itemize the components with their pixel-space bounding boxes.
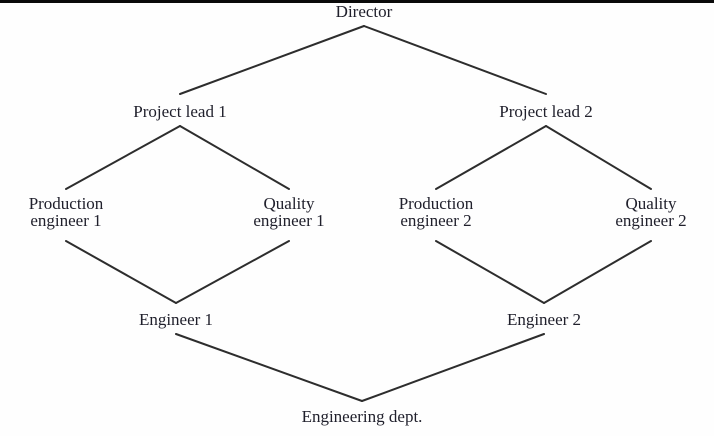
edge-project-lead-1-to-quality-engineer-1 xyxy=(179,125,290,190)
edge-quality-engineer-2-to-engineer-2 xyxy=(543,240,652,304)
node-production-engineer-2-label-line-2: engineer 2 xyxy=(400,211,472,230)
node-director: Director xyxy=(336,3,393,20)
node-quality-engineer-1-label-line-2: engineer 1 xyxy=(253,211,325,230)
node-project-lead-2-label: Project lead 2 xyxy=(499,102,593,121)
edge-production-engineer-1-to-engineer-1 xyxy=(65,240,177,304)
node-project-lead-1: Project lead 1 xyxy=(133,103,226,120)
node-engineering-dept-label: Engineering dept. xyxy=(301,407,423,426)
edge-project-lead-2-to-production-engineer-2 xyxy=(435,125,547,190)
node-production-engineer-2-label-line-1: Production xyxy=(398,194,474,213)
node-project-lead-1-label: Project lead 1 xyxy=(133,102,227,121)
node-production-engineer-2: Production engineer 2 xyxy=(399,195,474,229)
edge-project-lead-1-to-production-engineer-1 xyxy=(65,125,181,190)
edge-director-to-project-lead-1 xyxy=(179,25,365,95)
edge-engineer-1-to-engineering-dept xyxy=(175,333,363,402)
node-production-engineer-1-label-line-1: Production xyxy=(28,194,104,213)
node-quality-engineer-1-label-line-1: Quality xyxy=(263,194,315,213)
node-engineer-2: Engineer 2 xyxy=(507,311,581,328)
node-engineering-dept: Engineering dept. xyxy=(302,408,423,425)
node-production-engineer-1: Production engineer 1 xyxy=(29,195,104,229)
top-rule xyxy=(0,0,714,3)
node-quality-engineer-2-label-line-2: engineer 2 xyxy=(615,211,687,230)
node-engineer-1-label: Engineer 1 xyxy=(138,310,214,329)
node-quality-engineer-2: Quality engineer 2 xyxy=(615,195,686,229)
edge-engineer-2-to-engineering-dept xyxy=(361,333,545,402)
node-production-engineer-1-label-line-2: engineer 1 xyxy=(30,211,102,230)
node-engineer-2-label: Engineer 2 xyxy=(506,310,582,329)
edge-project-lead-2-to-quality-engineer-2 xyxy=(545,125,652,190)
edge-production-engineer-2-to-engineer-2 xyxy=(435,240,545,304)
node-director-label: Director xyxy=(335,2,393,21)
node-quality-engineer-2-label-line-1: Quality xyxy=(625,194,677,213)
node-engineer-1: Engineer 1 xyxy=(139,311,213,328)
node-project-lead-2: Project lead 2 xyxy=(499,103,592,120)
edge-director-to-project-lead-2 xyxy=(363,25,547,95)
node-quality-engineer-1: Quality engineer 1 xyxy=(253,195,324,229)
edge-quality-engineer-1-to-engineer-1 xyxy=(175,240,290,304)
